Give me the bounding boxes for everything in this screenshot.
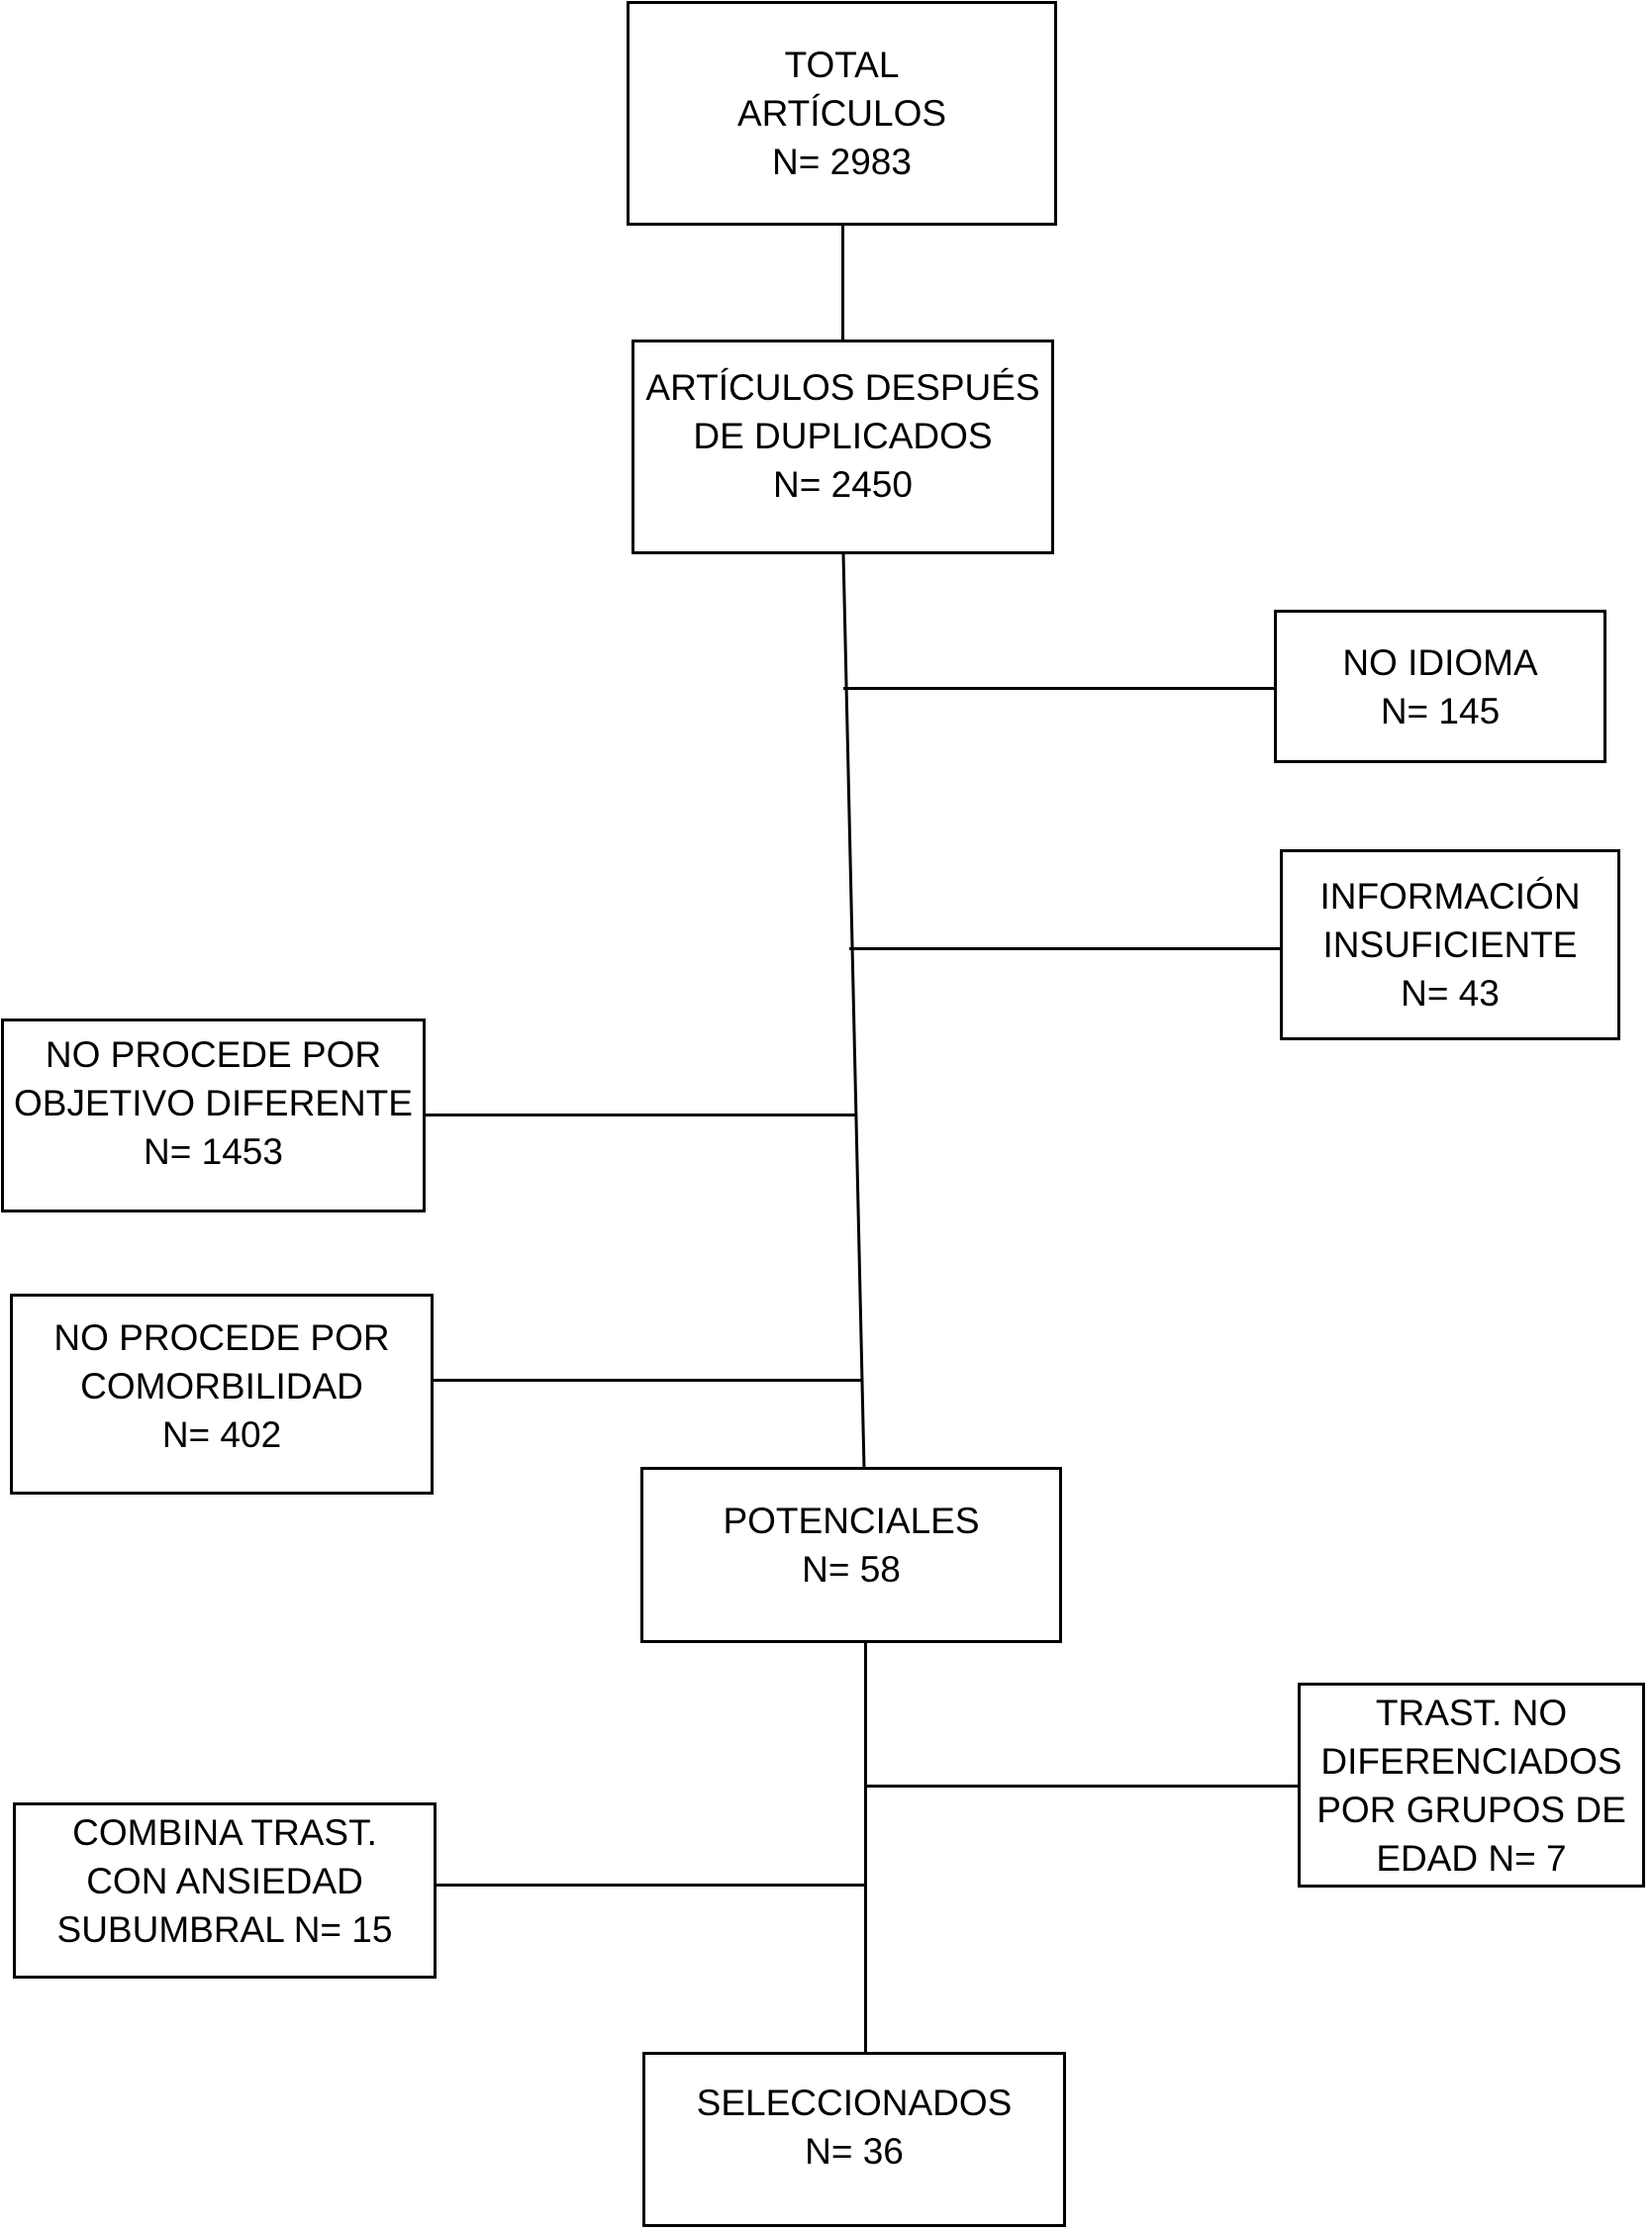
box-count: N= 2450 <box>773 464 913 505</box>
box-text-line: INSUFICIENTE <box>1322 924 1578 965</box>
box-count: N= 1453 <box>144 1130 283 1172</box>
box-text-line: NO PROCEDE POR <box>45 1033 382 1075</box>
box-informacion-insuficiente: INFORMACIÓN INSUFICIENTE N= 43 <box>1280 849 1620 1040</box>
box-text-line: ARTÍCULOS <box>736 93 947 134</box>
box-count: N= 2983 <box>772 142 912 182</box>
box-count: EDAD N= 7 <box>1376 1837 1567 1879</box>
box-count: N= 43 <box>1401 973 1500 1014</box>
box-text-line: DE DUPLICADOS <box>693 416 993 456</box>
box-count: N= 402 <box>161 1413 282 1455</box>
box-text-line: POR GRUPOS DE <box>1316 1789 1626 1830</box>
box-text-line: COMBINA TRAST. <box>72 1811 377 1853</box>
box-potenciales: POTENCIALES N= 58 <box>640 1467 1062 1643</box>
box-no-procede-objetivo-diferente: NO PROCEDE POR OBJETIVO DIFERENTE N= 145… <box>1 1018 426 1212</box>
box-text-line: ARTÍCULOS DESPUÉS <box>645 367 1040 408</box>
box-total-articulos: TOTAL ARTÍCULOS N= 2983 <box>627 1 1057 226</box>
box-text-line: TOTAL <box>784 45 900 85</box>
box-text-line: TRAST. NO <box>1375 1692 1568 1733</box>
box-text-line: SELECCIONADOS <box>696 2083 1013 2123</box>
box-text-line: OBJETIVO DIFERENTE <box>14 1082 413 1123</box>
box-count: SUBUMBRAL N= 15 <box>56 1908 393 1950</box>
box-count: N= 145 <box>1380 690 1501 731</box>
box-text-line: CON ANSIEDAD <box>86 1860 363 1901</box>
box-no-idioma: NO IDIOMA N= 145 <box>1274 610 1606 763</box>
box-text-line: NO IDIOMA <box>1342 641 1538 683</box>
box-no-procede-comorbilidad: NO PROCEDE POR COMORBILIDAD N= 402 <box>10 1294 434 1495</box>
box-text-line: NO PROCEDE POR <box>53 1316 390 1358</box>
box-trast-no-diferenciados: TRAST. NO DIFERENCIADOS POR GRUPOS DE ED… <box>1298 1683 1645 1888</box>
box-text-line: POTENCIALES <box>723 1500 980 1541</box>
box-text-line: INFORMACIÓN <box>1319 876 1581 917</box>
box-combina-trast-ansiedad-subumbral: COMBINA TRAST. CON ANSIEDAD SUBUMBRAL N=… <box>13 1802 437 1979</box>
box-count: N= 58 <box>802 1548 901 1590</box>
box-text-line: DIFERENCIADOS <box>1320 1740 1622 1782</box>
box-count: N= 36 <box>805 2131 904 2172</box>
box-seleccionados: SELECCIONADOS N= 36 <box>642 2052 1066 2227</box>
connector-main-descent <box>841 552 866 1470</box>
box-articulos-despues-duplicados: ARTÍCULOS DESPUÉS DE DUPLICADOS N= 2450 <box>632 340 1054 554</box>
box-text-line: COMORBILIDAD <box>80 1365 363 1406</box>
